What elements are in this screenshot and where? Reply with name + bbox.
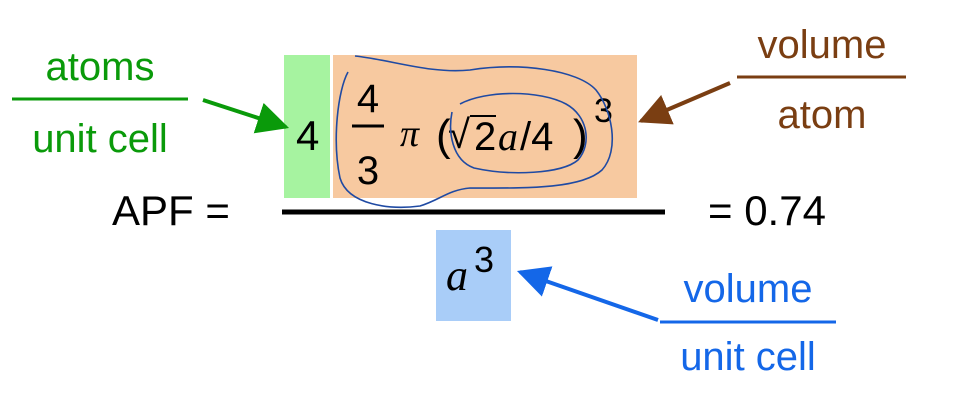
atoms-label: atoms: [46, 45, 155, 89]
sqrt-two: 2: [474, 115, 496, 159]
over-four: /4: [520, 115, 553, 159]
open-paren: (: [436, 111, 451, 160]
variable-a: a: [498, 114, 518, 159]
atoms-arrow: [202, 98, 290, 134]
fraction-numerator: 4: [357, 77, 379, 121]
volume-atom-arrow: [638, 81, 731, 125]
apf-lhs: APF =: [112, 187, 230, 234]
equation-result: = 0.74: [708, 187, 826, 234]
denominator-a: a: [446, 251, 468, 300]
volume-cell-denominator-label: unit cell: [680, 335, 816, 379]
fraction-denominator: 3: [357, 149, 379, 193]
volume-cell-label: volume: [684, 267, 813, 311]
unit-cell-label: unit cell: [32, 117, 168, 161]
volume-label: volume: [758, 23, 887, 67]
outer-scribble: [335, 55, 614, 209]
inner-scribble: [449, 92, 587, 174]
atom-label: atom: [778, 93, 867, 137]
denominator-exponent: 3: [474, 239, 494, 280]
volume-cell-highlight-box: [436, 230, 511, 321]
pi-symbol: π: [400, 113, 420, 155]
coefficient-four: 4: [296, 112, 319, 159]
cube-exponent: 3: [594, 92, 613, 130]
atoms-highlight-box: [284, 55, 330, 198]
volume-cell-arrow: [516, 266, 659, 322]
